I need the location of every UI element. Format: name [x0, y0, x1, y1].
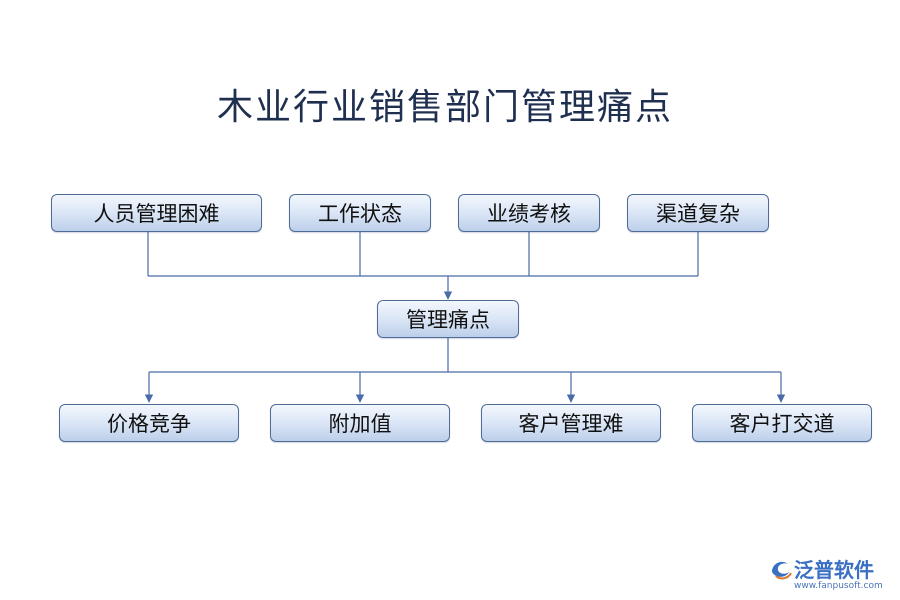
- effect-box-customer-management: 客户管理难: [481, 404, 661, 442]
- brand-logo: 泛普软件 www.fanpusoft.com: [768, 550, 893, 595]
- effect-box-price-competition: 价格竞争: [59, 404, 239, 442]
- effect-box-customer-dealings: 客户打交道: [692, 404, 872, 442]
- cause-box-personnel: 人员管理困难: [51, 194, 262, 232]
- cause-box-channels: 渠道复杂: [627, 194, 769, 232]
- center-box-pain-points: 管理痛点: [377, 300, 519, 338]
- logo-swirl-icon: [772, 561, 792, 580]
- cause-box-performance: 业绩考核: [458, 194, 600, 232]
- diagram-title: 木业行业销售部门管理痛点: [216, 87, 673, 128]
- logo-name: 泛普软件: [794, 558, 874, 582]
- effect-box-added-value: 附加值: [270, 404, 450, 442]
- logo-url: www.fanpusoft.com: [794, 581, 883, 591]
- cause-box-work-status: 工作状态: [289, 194, 431, 232]
